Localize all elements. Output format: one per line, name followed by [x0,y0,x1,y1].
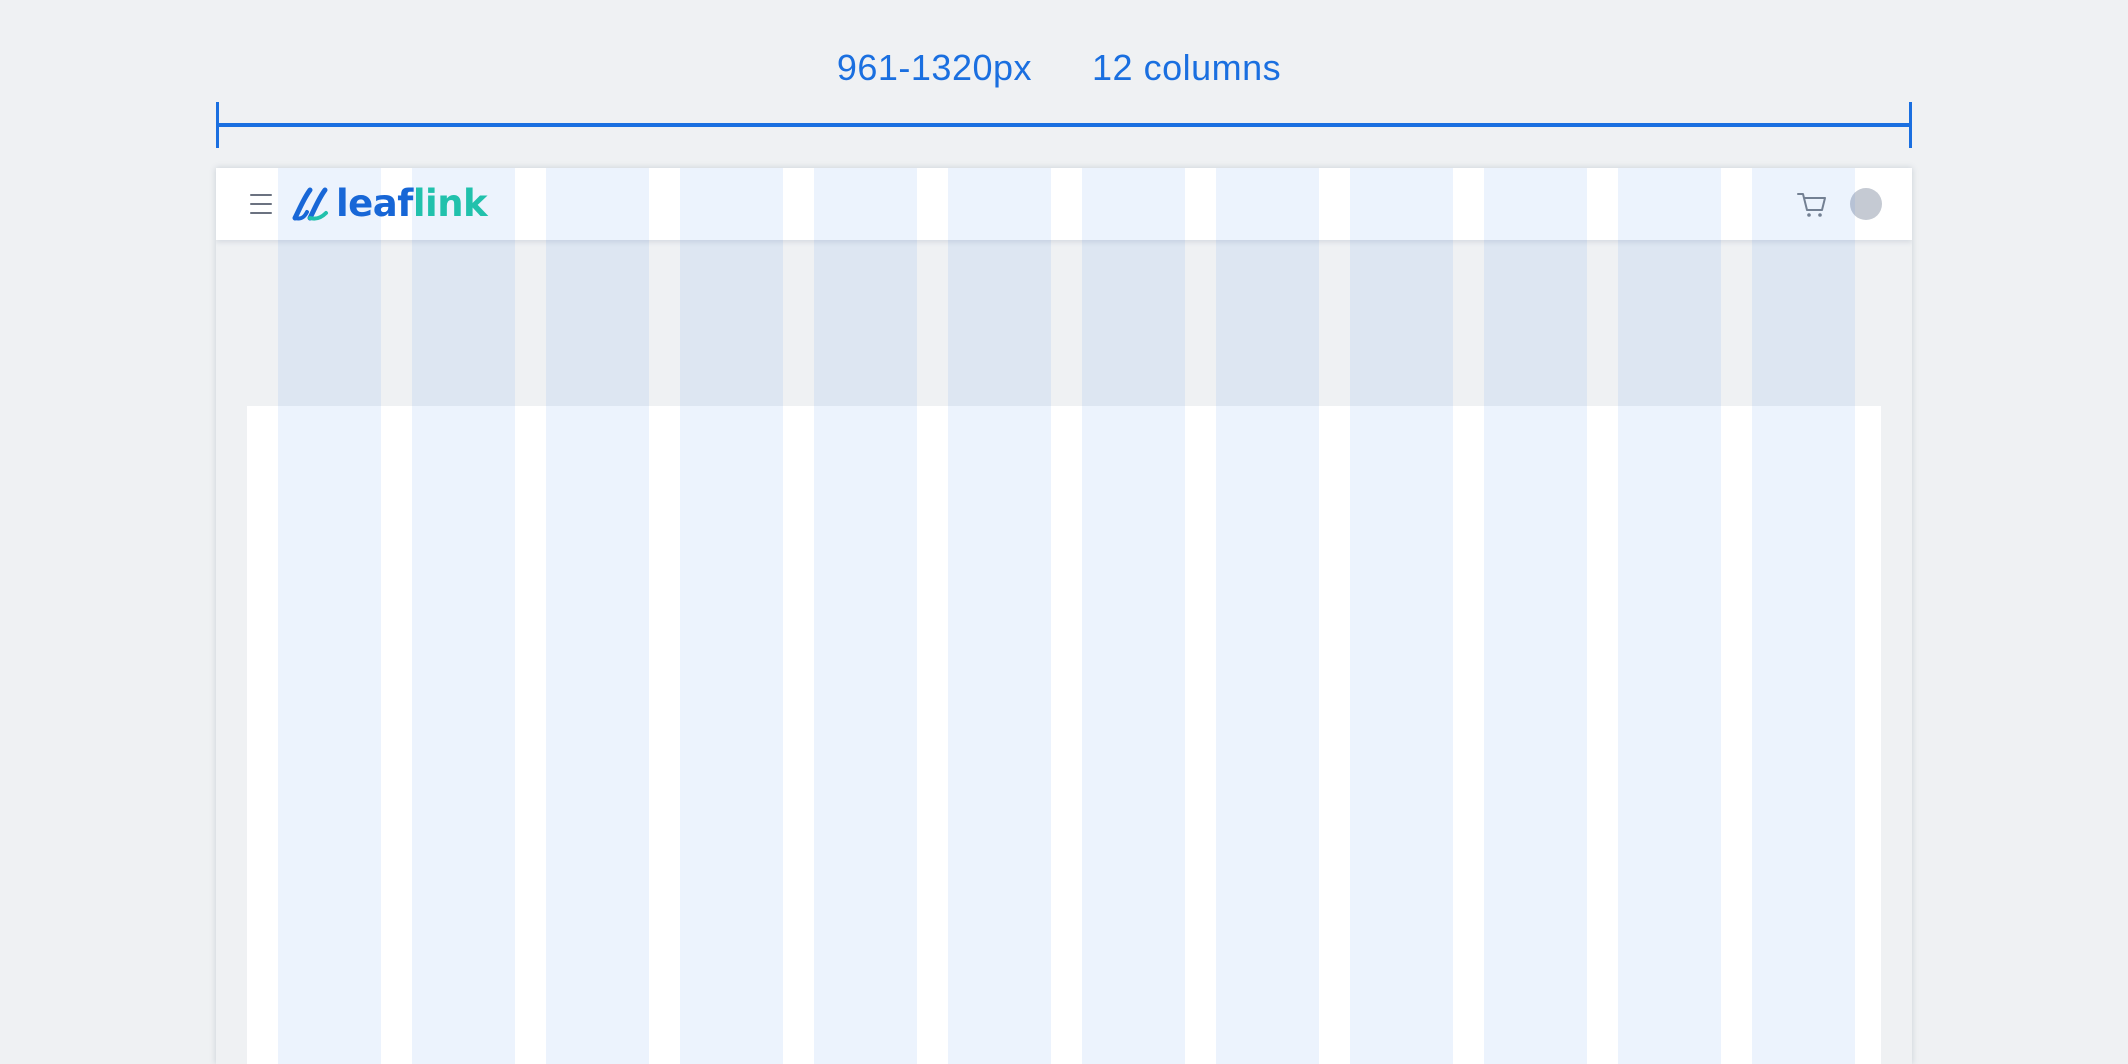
dimension-right-tick [1909,102,1912,148]
hamburger-menu-icon[interactable] [250,194,272,214]
leaflink-logo[interactable]: leaflink [292,182,488,226]
user-avatar[interactable] [1850,188,1882,220]
breakpoint-label: 961-1320px 12 columns [0,40,2128,96]
app-header: leaflink [216,168,1912,240]
width-range-label: 961-1320px [836,47,1033,88]
logo-text-leaf: leaf [336,182,413,225]
logo-text-link: link [412,182,488,225]
column-count-label: 12 columns [1092,47,1282,88]
content-card [247,406,1881,1064]
width-dimension-bar [216,102,1912,148]
dimension-line [216,123,1912,127]
browser-frame: leaflink [216,168,1912,1064]
logo-wordmark: leaflink [336,182,488,226]
shopping-cart-icon[interactable] [1796,188,1828,220]
leaflink-mark-icon [292,187,328,221]
